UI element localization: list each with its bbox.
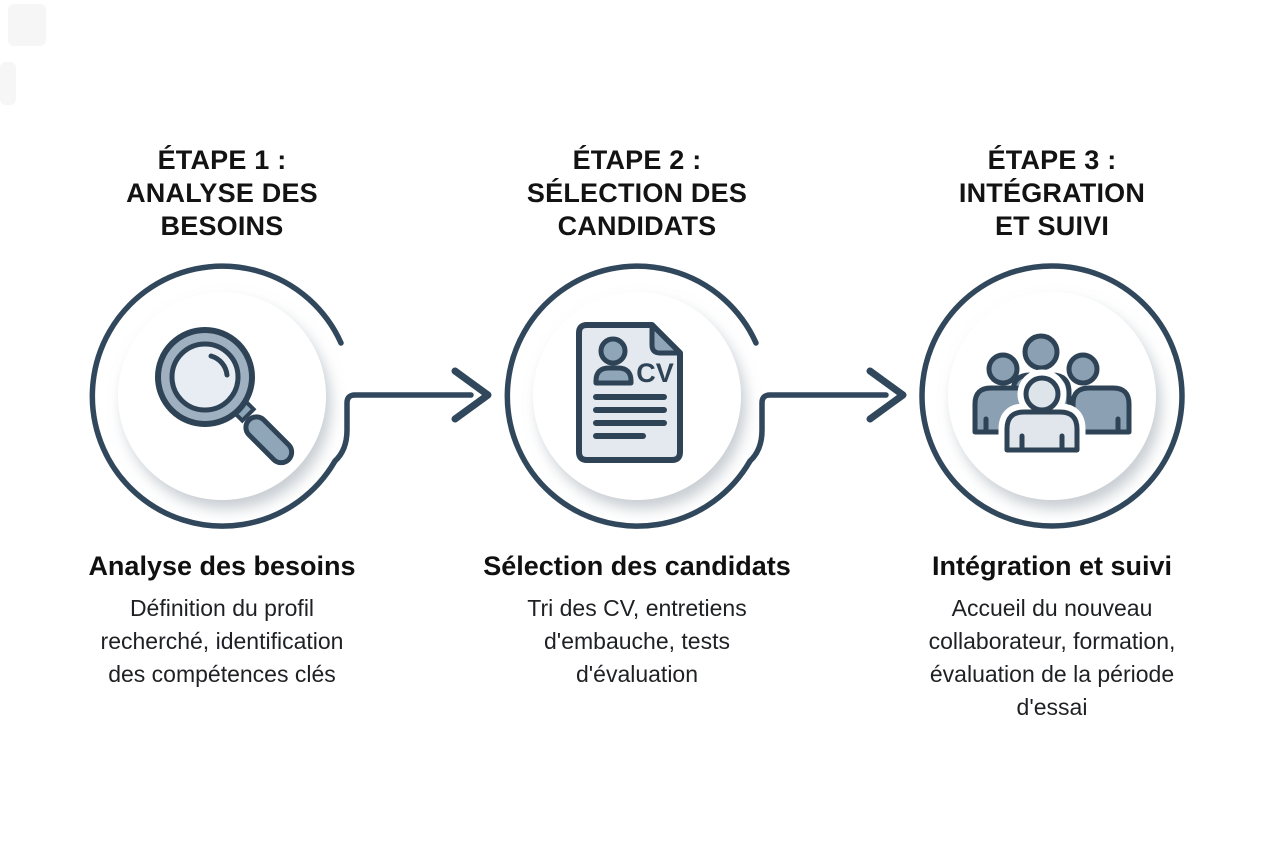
step-1-title: Analyse des besoins <box>88 551 356 581</box>
team-icon <box>972 333 1132 459</box>
magnifier-icon <box>155 327 295 466</box>
team-person-back-right <box>1066 352 1132 435</box>
cv-text-lines <box>593 394 667 439</box>
step-2-title: Sélection des candidats <box>483 551 791 581</box>
cv-folded-corner <box>649 322 683 356</box>
step-3-description: Accueil du nouveau collaborateur, format… <box>928 595 1176 720</box>
cv-label: CV <box>636 358 674 388</box>
step-3-header: ÉTAPE 3 : INTÉGRATION ET SUIVI <box>958 145 1146 241</box>
cv-document-icon: CV <box>576 322 683 463</box>
step-2-description: Tri des CV, entretiens d'embauche, tests… <box>527 595 747 687</box>
corner-smudge <box>8 4 46 46</box>
step-3-title: Intégration et suivi <box>931 551 1173 581</box>
step-1-header: ÉTAPE 1 : ANALYSE DES BESOINS <box>126 145 318 241</box>
magnifier-glare <box>208 353 230 378</box>
step-3-ring <box>919 263 1185 529</box>
team-person-front <box>1004 375 1080 453</box>
flow-arrow-icon <box>451 367 492 423</box>
step-2-header: ÉTAPE 2 : SÉLECTION DES CANDIDATS <box>526 145 748 241</box>
step-1-description: Définition du profil recherché, identifi… <box>100 595 344 687</box>
magnifier-handle <box>243 414 295 466</box>
flow-arrow-icon <box>866 367 907 423</box>
step-2-ring <box>504 263 889 529</box>
step-1-ring <box>89 263 474 529</box>
cv-person-body <box>593 365 634 386</box>
corner-smudge <box>0 62 16 105</box>
cv-person-head <box>598 336 628 366</box>
